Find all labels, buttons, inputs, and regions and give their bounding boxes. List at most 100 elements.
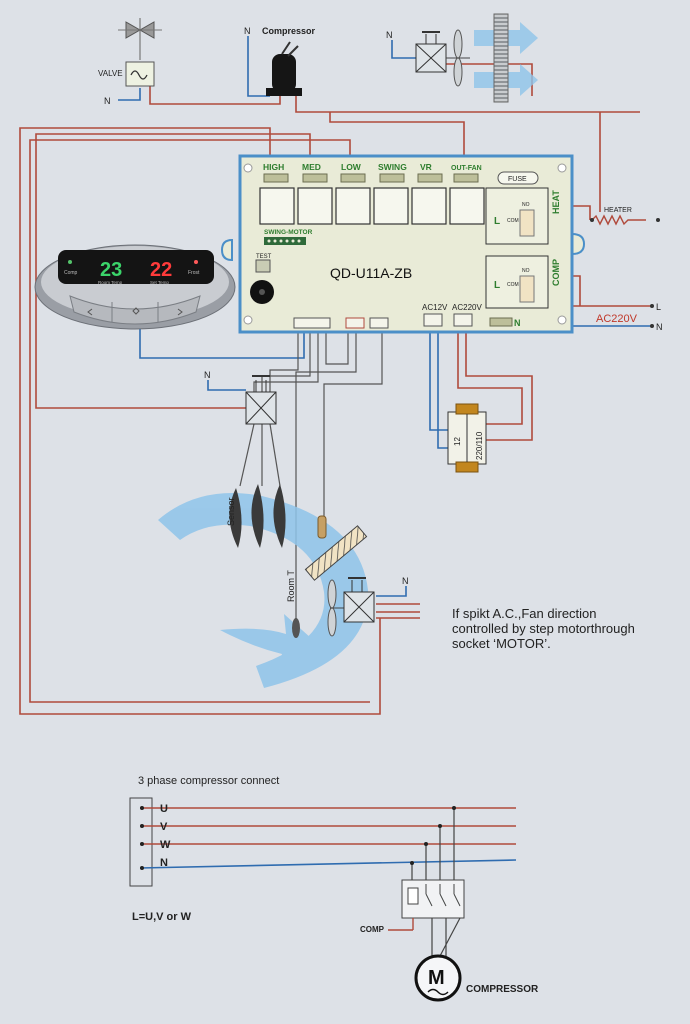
three-phase-title: 3 phase compressor connect xyxy=(138,775,279,787)
room-t-label: Room T xyxy=(286,570,296,602)
power-n-terminal xyxy=(650,324,654,328)
transformer-high-label: 220/110 xyxy=(475,431,484,460)
mid-motor-neutral: N xyxy=(204,370,211,380)
valve-coil-icon xyxy=(130,70,148,80)
fan-direction-note: If spikt A.C.,Fan direction controlled b… xyxy=(452,606,682,651)
top-compressor-neutral: N xyxy=(244,26,251,36)
sensor-label: Sensor xyxy=(226,497,236,526)
pipe-sensor xyxy=(317,515,327,539)
three-phase-lines xyxy=(139,807,517,880)
louver-blades xyxy=(229,484,286,548)
relay-terminals xyxy=(263,173,479,183)
note-line-3: socket ‘MOTOR’. xyxy=(452,636,551,651)
relay-label-swing: SWING xyxy=(378,162,407,172)
comp-relay-l: L xyxy=(494,280,500,291)
test-button xyxy=(255,259,271,273)
power-ac220v-label: AC220V xyxy=(596,313,638,325)
board-ac220v-label: AC220V xyxy=(452,303,482,312)
note-line-2: controlled by step motorthrough xyxy=(452,621,635,636)
motor-leads xyxy=(431,917,461,957)
heater-terminal-left xyxy=(590,218,594,222)
heat-relay-l: L xyxy=(494,216,500,227)
compressor-motor-icon xyxy=(414,954,462,1002)
board-model: QD-U11A-ZB xyxy=(330,265,412,281)
fan-motor-neutral: N xyxy=(402,576,409,586)
phase-w-label: W xyxy=(160,839,171,851)
ac220v-connector xyxy=(453,313,473,327)
heater-terminal-right xyxy=(656,218,660,222)
display-frost-label: Frost xyxy=(188,270,200,276)
power-n-label: N xyxy=(656,322,663,332)
valve-coil xyxy=(125,61,155,87)
relay-label-out-fan: OUT-FAN xyxy=(451,165,482,172)
relay-label-high: HIGH xyxy=(263,162,284,172)
comp-relay xyxy=(485,255,549,309)
room-sensor-connector xyxy=(345,317,365,329)
comp-indicator xyxy=(68,260,72,264)
transformer-low-label: 12 xyxy=(453,437,462,446)
top-fan-motor xyxy=(415,31,447,73)
set-temp-value: 22 xyxy=(150,259,172,281)
power-l-terminal xyxy=(650,304,654,308)
fuse-holder xyxy=(497,171,539,185)
compressor-motor-label: COMPRESSOR xyxy=(466,984,539,995)
contactor-comp-label: COMP xyxy=(360,925,385,934)
power-l-label: L xyxy=(656,302,661,312)
heat-relay xyxy=(485,187,549,245)
heater-resistor-icon xyxy=(591,214,646,226)
three-phase-dots xyxy=(140,806,456,870)
compressor-icon xyxy=(266,41,302,96)
red-wiring xyxy=(19,63,652,715)
pipe-sensor-connector xyxy=(369,317,389,329)
room-temp-sensor xyxy=(292,618,300,638)
top-fan-blade-icon xyxy=(446,29,470,87)
valve-neutral: N xyxy=(104,96,111,106)
evaporator-coil xyxy=(304,525,368,581)
comp-relay-com: COM xyxy=(507,282,519,288)
display-set-label: Set Temp xyxy=(150,280,169,285)
phase-u-label: U xyxy=(160,803,168,815)
heat-relay-coil xyxy=(519,209,535,237)
comp-relay-coil xyxy=(519,275,535,303)
top-condenser-coil xyxy=(493,13,509,103)
heater-label: HEATER xyxy=(604,207,632,214)
indoor-fan-blade-icon xyxy=(327,579,344,637)
test-label: TEST xyxy=(256,254,272,260)
top-compressor-label: Compressor xyxy=(262,26,316,36)
contactor xyxy=(388,879,465,931)
relay-boxes xyxy=(259,187,485,225)
fuse-label: FUSE xyxy=(508,176,527,183)
relay-label-low: LOW xyxy=(341,162,362,172)
swing-motor-box xyxy=(245,375,277,425)
relay-labels: HIGH MED LOW SWING VR OUT-FAN xyxy=(263,162,482,172)
three-phase-legend: L=U,V or W xyxy=(132,911,192,923)
relay-label-vr: VR xyxy=(420,162,432,172)
top-fan-neutral: N xyxy=(386,30,393,40)
ac12v-connector xyxy=(423,313,443,327)
signal-wiring xyxy=(239,330,383,620)
comp-relay-no: NO xyxy=(522,268,530,274)
heat-label: HEAT xyxy=(551,190,561,214)
display-room-label: Room Temp xyxy=(98,280,123,285)
motor-ac-symbol xyxy=(427,988,449,996)
swing-motor-connector xyxy=(264,237,306,245)
swing-motor-label: SWING-MOTOR xyxy=(264,229,313,236)
note-line-1: If spikt A.C.,Fan direction xyxy=(452,606,597,621)
sensor-connector xyxy=(293,317,331,329)
three-phase-terminal-block xyxy=(129,797,153,887)
motor-letter: M xyxy=(428,967,445,989)
phase-n-label: N xyxy=(160,857,168,869)
transformer xyxy=(447,403,487,473)
display-panel xyxy=(34,244,236,330)
room-temp-value: 23 xyxy=(100,259,122,281)
swing-motor-pins xyxy=(267,239,301,243)
board-neutral-label: N xyxy=(514,318,521,328)
valve-label: VALVE xyxy=(98,69,123,78)
phase-v-label: V xyxy=(160,821,168,833)
heat-relay-com: COM xyxy=(507,218,519,224)
neutral-terminal xyxy=(489,317,513,327)
frost-indicator xyxy=(194,260,198,264)
valve-symbol xyxy=(118,18,162,60)
